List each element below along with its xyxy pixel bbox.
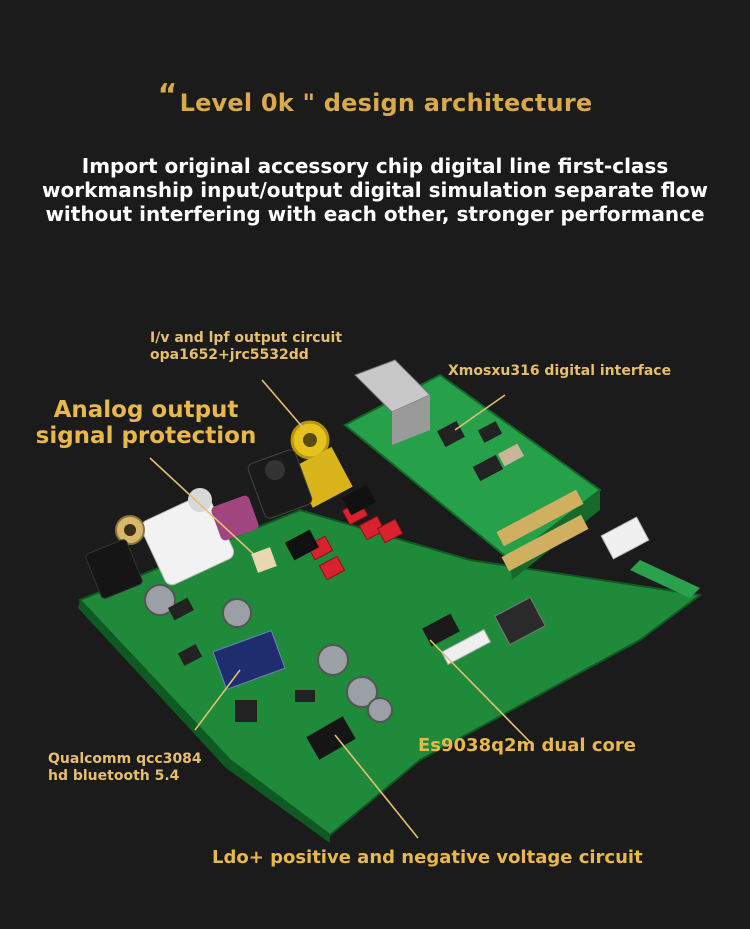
white-connector	[600, 516, 650, 560]
subtitle-line-2: workmanship input/output digital simulat…	[42, 178, 708, 202]
bluetooth-module	[212, 629, 286, 691]
label-es9038: Es9038q2m dual core	[418, 735, 636, 756]
title-text: Level 0k " design architecture	[179, 89, 593, 117]
quote-mark: “	[157, 78, 178, 113]
main-pcb	[78, 508, 703, 837]
label-iv-lpf: I/v and lpf output circuit opa1652+jrc55…	[150, 330, 342, 364]
es9038-chip	[494, 596, 546, 646]
label-qualcomm-line-2: hd bluetooth 5.4	[48, 768, 180, 784]
leader-xmos	[454, 394, 506, 431]
label-analog-line-1: Analog output	[53, 397, 239, 423]
label-analog-output: Analog output signal protection	[32, 397, 260, 449]
label-analog-line-2: signal protection	[35, 423, 257, 449]
leader-qualcomm	[194, 669, 241, 731]
subtitle-line-1: Import original accessory chip digital l…	[81, 154, 669, 178]
label-xmos: Xmosxu316 digital interface	[448, 363, 672, 379]
label-iv-line-2: opa1652+jrc5532dd	[150, 347, 309, 363]
leader-ldo	[334, 734, 419, 839]
label-qualcomm: Qualcomm qcc3084 hd bluetooth 5.4	[48, 751, 202, 785]
leader-iv	[261, 379, 306, 431]
optical-jack	[247, 449, 313, 519]
subtitle: Import original accessory chip digital l…	[30, 154, 720, 226]
subtitle-line-3: without interfering with each other, str…	[45, 202, 705, 226]
label-ldo: Ldo+ positive and negative voltage circu…	[212, 847, 643, 868]
leader-es	[429, 639, 531, 743]
label-iv-line-1: I/v and lpf output circuit	[150, 330, 343, 346]
label-qualcomm-line-1: Qualcomm qcc3084	[48, 751, 202, 767]
page-title: “Level 0k " design architecture	[0, 78, 750, 117]
leader-analog	[149, 457, 261, 561]
